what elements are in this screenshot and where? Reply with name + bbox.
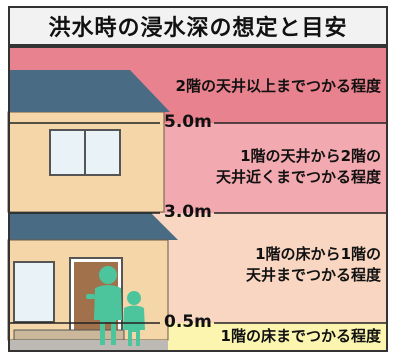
roof-eave [8,212,178,240]
level-description-above-5m: 2階の天井以上までつかる程度 [175,77,381,95]
level-description-3m-to-5m: 1階の天井から2階の 天井近くまでつかる程度 [215,147,381,186]
diagram-title: 洪水時の浸水深の想定と目安 [8,6,388,46]
roof-top [8,70,170,112]
people-icon [86,266,145,346]
level-description-0-5m-to-3m: 1階の床から1階の 天井までつかる程度 [245,245,381,284]
depth-label-0-5m: 0.5m [164,312,212,332]
depth-label-5m: 5.0m [164,112,212,132]
level-description-below-0-5m: 1階の床までつかる程度 [220,327,381,345]
level-lines [8,122,388,324]
depth-label-3m: 3.0m [164,202,212,222]
